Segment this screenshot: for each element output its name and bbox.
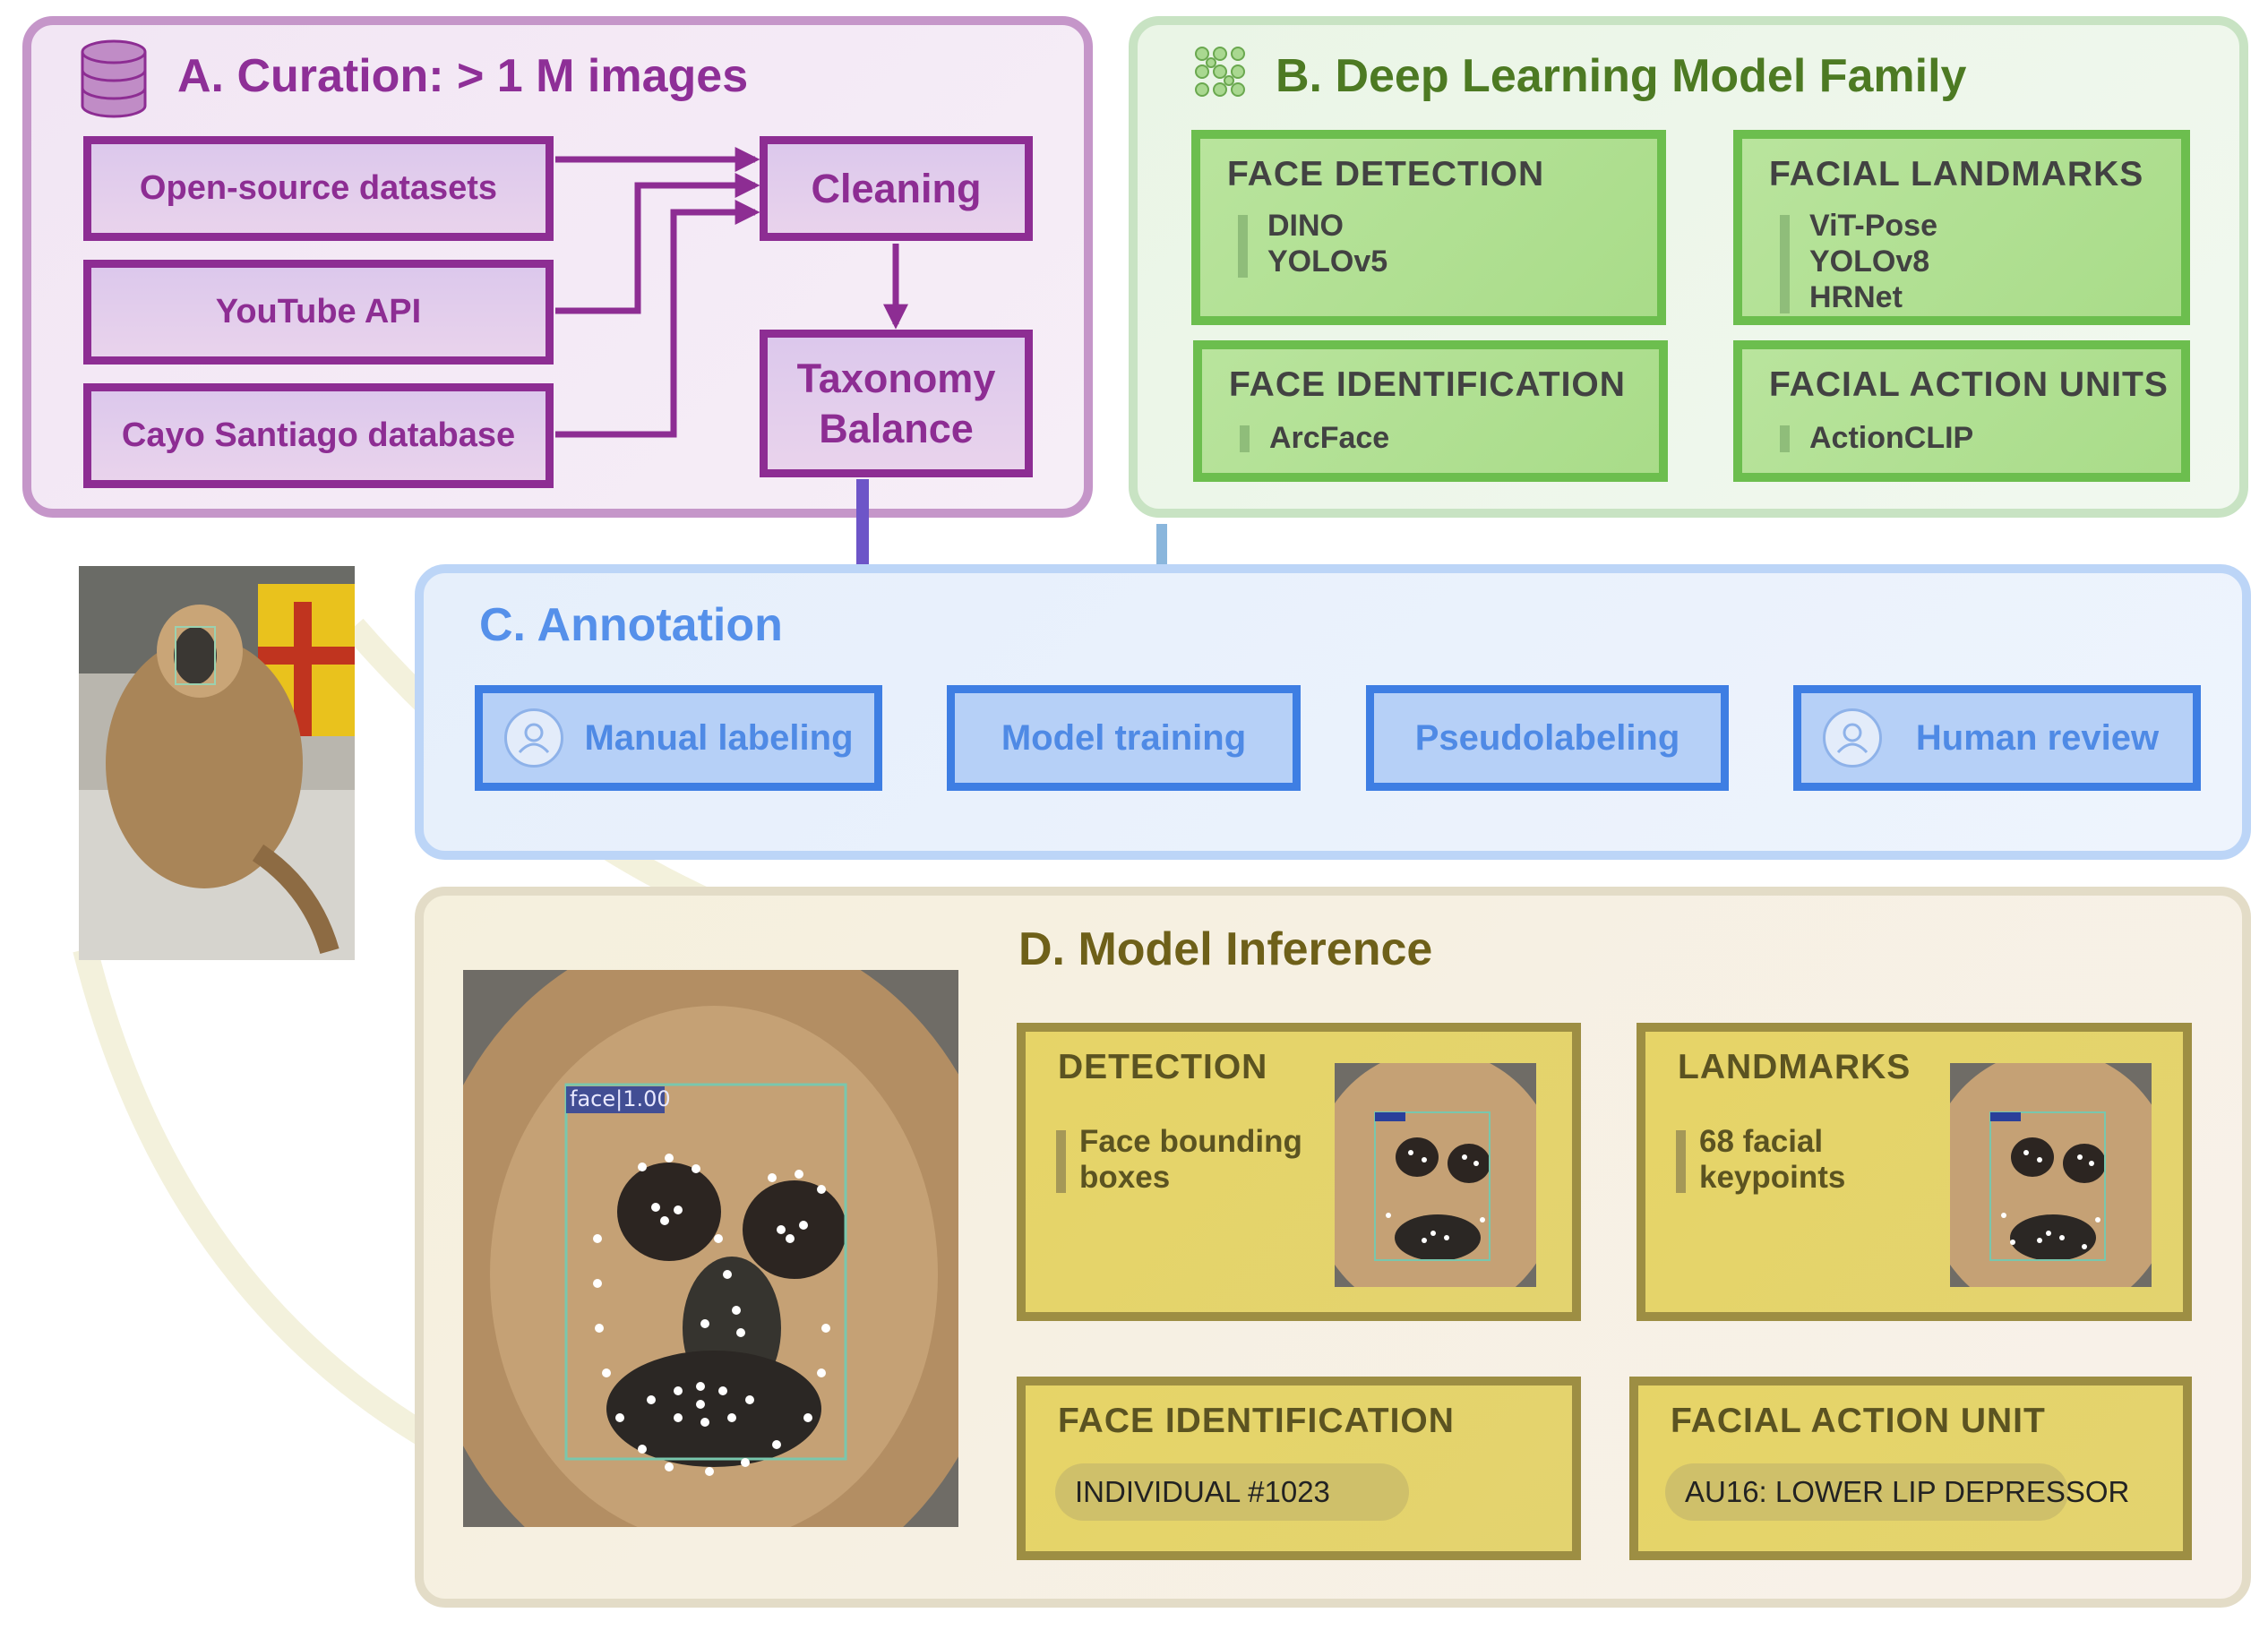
source-cayo-santiago: Cayo Santiago database [83,383,554,488]
taxonomy-line-2: Balance [819,405,974,451]
card-heading: DETECTION [1058,1048,1268,1086]
curation-title: A. Curation: > 1 M images [177,50,749,102]
face-identification-result-card: FACE IDENTIFICATION INDIVIDUAL #1023 [1017,1377,1581,1560]
card-heading: FACE IDENTIFICATION [1229,365,1626,404]
card-text: 68 facial [1699,1124,1824,1159]
model-item: YOLOv8 [1809,244,1930,279]
taxonomy-balance-box: Taxonomy Balance [760,330,1033,477]
step-label: Pseudolabeling [1414,717,1680,758]
card-heading: FACE DETECTION [1227,155,1545,193]
model-family-title: B. Deep Learning Model Family [1276,50,1967,102]
model-item: YOLOv5 [1267,244,1388,279]
step-label: Human review [1915,717,2160,758]
facial-action-units-card: FACIAL ACTION UNITS ActionCLIP [1733,340,2190,482]
user-avatar-icon [504,708,563,768]
model-training-box: Model training [947,685,1301,791]
model-item: ActionCLIP [1809,421,1974,455]
card-text: keypoints [1699,1160,1846,1195]
landmarks-card: LANDMARKS 68 facial keypoints [1637,1023,2192,1321]
detection-thumbnail [1335,1063,1536,1287]
card-bar [1240,425,1250,452]
card-bar [1676,1130,1686,1193]
facial-action-unit-result-card: FACIAL ACTION UNIT AU16: LOWER LIP DEPRE… [1629,1377,2192,1560]
user-avatar-icon [1823,708,1882,768]
gibbon-face-photo: face|1.00 [463,970,958,1527]
card-text: Face bounding [1079,1124,1302,1159]
card-heading: FACIAL ACTION UNIT [1671,1402,2046,1440]
model-item: HRNet [1809,280,1903,314]
face-identification-card: FACE IDENTIFICATION ArcFace [1193,340,1668,482]
source-open-datasets: Open-source datasets [83,136,554,241]
card-heading: LANDMARKS [1678,1048,1911,1086]
face-detection-card: FACE DETECTION DINO YOLOv5 [1191,130,1666,325]
pseudolabeling-box: Pseudolabeling [1366,685,1729,791]
card-bar [1056,1130,1066,1193]
card-heading: FACE IDENTIFICATION [1058,1402,1455,1440]
source-youtube-api: YouTube API [83,260,554,365]
identity-pill: INDIVIDUAL #1023 [1055,1463,1409,1521]
card-bar [1780,425,1790,452]
model-item: DINO [1267,209,1344,243]
step-label: Model training [1001,717,1247,758]
model-item: ViT-Pose [1809,209,1937,243]
landmarks-thumbnail [1950,1063,2152,1287]
gibbon-photo-small [79,566,355,960]
action-unit-pill: AU16: LOWER LIP DEPRESSOR [1665,1463,2129,1521]
facial-landmarks-card: FACIAL LANDMARKS ViT-Pose YOLOv8 HRNet [1733,130,2190,325]
model-item: ArcFace [1269,421,1390,455]
card-heading: FACIAL ACTION UNITS [1769,365,2169,404]
card-bar [1780,215,1790,313]
step-label: Manual labeling [584,717,854,758]
cleaning-box: Cleaning [760,136,1033,241]
annotation-title: C. Annotation [479,599,783,651]
card-bar [1238,215,1248,278]
taxonomy-line-1: Taxonomy [796,355,996,401]
card-text: boxes [1079,1160,1171,1195]
human-review-box: Human review [1793,685,2201,791]
card-heading: FACIAL LANDMARKS [1769,155,2144,193]
inference-title: D. Model Inference [1018,923,1433,975]
bbox-label: face|1.00 [570,1086,671,1111]
detection-card: DETECTION Face bounding boxes [1017,1023,1581,1321]
